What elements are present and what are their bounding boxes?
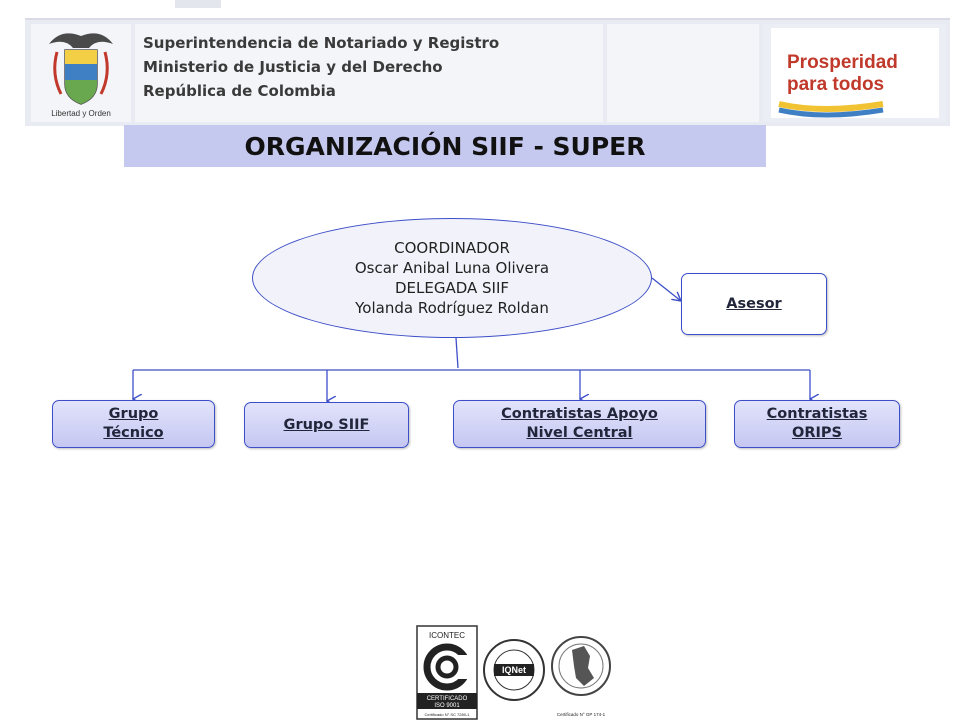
page-title: ORGANIZACIÓN SIIF - SUPER <box>244 131 646 161</box>
asesor-label: Asesor <box>726 295 782 312</box>
contratistas-central-label: Contratistas Apoyo Nivel Central <box>501 406 658 441</box>
asesor-node: Asesor <box>681 273 827 335</box>
coordinator-line-4: Yolanda Rodríguez Roldan <box>355 299 549 317</box>
connector-to-asesor <box>651 277 681 301</box>
contratistas-orips-node: Contratistas ORIPS <box>734 400 900 448</box>
institution-line-1: Superintendencia de Notariado y Registro <box>143 34 500 52</box>
gp-certification-logo: Certificado N° GP 174-1 <box>551 636 611 717</box>
institution-line-3: República de Colombia <box>143 82 336 100</box>
icontec-cert-text: CERTIFICADO <box>427 696 468 702</box>
gp-number-text: Certificado N° GP 174-1 <box>557 712 606 717</box>
header-banner: Libertad y Orden Superintendencia de Not… <box>25 18 950 126</box>
coordinator-line-1: COORDINADOR <box>394 239 510 257</box>
prosperidad-logo: Prosperidad para todos <box>771 28 939 118</box>
contratistas-central-node: Contratistas Apoyo Nivel Central <box>453 400 706 448</box>
grupo-tecnico-label: Grupo Técnico <box>103 406 164 441</box>
logo-text-line-1: Prosperidad <box>787 52 898 73</box>
iqnet-certification-logo: IQNet <box>483 639 545 701</box>
iqnet-name-text: IQNet <box>502 665 526 675</box>
connector-trunk <box>455 337 459 369</box>
top-edge-tab <box>175 0 221 8</box>
institution-line-2: Ministerio de Justicia y del Derecho <box>143 58 443 76</box>
title-bar: ORGANIZACIÓN SIIF - SUPER <box>124 125 766 167</box>
coordinator-line-3: DELEGADA SIIF <box>394 279 510 297</box>
grupo-tecnico-node: Grupo Técnico <box>52 400 215 448</box>
grupo-siif-label: Grupo SIIF <box>283 416 370 433</box>
icontec-number-text: Certificado N° SC 7280-1 <box>425 712 471 717</box>
crest-caption-text: Libertad y Orden <box>51 109 111 118</box>
institution-cell: Superintendencia de Notariado y Registro… <box>135 24 603 122</box>
header-empty-cell <box>607 24 759 122</box>
coat-of-arms-cell: Libertad y Orden <box>31 24 131 122</box>
coordinator-line-2: Oscar Anibal Luna Olivera <box>354 259 550 277</box>
icontec-certification-logo: ICONTEC CERTIFICADO ISO 9001 Certificado… <box>416 625 478 720</box>
logo-text-line-2: para todos <box>787 74 884 95</box>
coat-of-arms-icon: Libertad y Orden <box>49 33 113 118</box>
icontec-name-text: ICONTEC <box>429 631 465 640</box>
grupo-siif-node: Grupo SIIF <box>244 402 409 448</box>
icontec-standard-text: ISO 9001 <box>434 703 460 709</box>
coordinator-node: COORDINADOR Oscar Anibal Luna Olivera DE… <box>252 218 652 338</box>
contratistas-orips-label: Contratistas ORIPS <box>766 406 868 441</box>
brand-logo-cell: Prosperidad para todos <box>763 24 946 122</box>
